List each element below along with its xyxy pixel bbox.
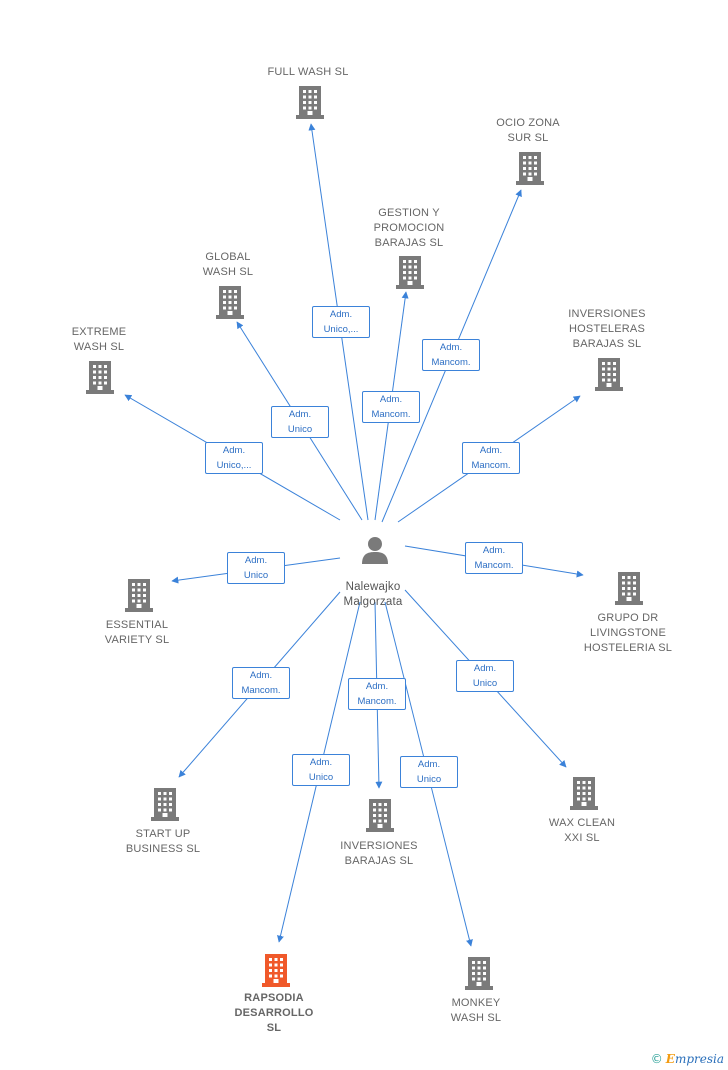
company-name-gestion-promocion-barajas[interactable]: GESTION Y PROMOCION BARAJAS SL <box>373 207 445 249</box>
brand-rest: mpresia <box>674 1052 724 1066</box>
building-icon-essential-variety[interactable] <box>125 579 153 612</box>
company-name-essential-variety[interactable]: ESSENTIAL VARIETY SL <box>104 619 170 646</box>
brand-initial: E <box>665 1052 675 1066</box>
role-label-ocio-zona-sur: Adm. Mancom. <box>422 339 480 371</box>
role-label-essential-variety: Adm. Unico <box>227 552 285 584</box>
company-name-rapsodia-desarrollo[interactable]: RAPSODIA DESARROLLO SL <box>234 992 314 1034</box>
company-name-grupo-dr-livingstone[interactable]: GRUPO DR LIVINGSTONE HOSTELERIA SL <box>583 612 673 654</box>
building-icon-gestion-promocion-barajas[interactable] <box>396 256 424 289</box>
node-icons <box>86 86 643 990</box>
building-icon-extreme-wash[interactable] <box>86 361 114 394</box>
company-name-monkey-wash[interactable]: MONKEY WASH SL <box>450 997 502 1024</box>
center-person-name: Nalewajko Malgorzata <box>343 581 403 608</box>
role-label-rapsodia-desarrollo: Adm. Unico <box>292 754 350 786</box>
building-icon-wax-clean-xxi[interactable] <box>570 777 598 810</box>
role-label-wax-clean-xxi: Adm. Unico <box>456 660 514 692</box>
company-name-inversiones-barajas[interactable]: INVERSIONES BARAJAS SL <box>340 840 418 867</box>
credit-logo: ©Empresia <box>651 1052 724 1066</box>
building-icon-inversiones-hosteleras-barajas[interactable] <box>595 358 623 391</box>
role-label-start-up-business: Adm. Mancom. <box>232 667 290 699</box>
building-icon-rapsodia-desarrollo[interactable] <box>262 954 290 987</box>
copyright-mark: © <box>650 1052 663 1066</box>
building-icon-full-wash[interactable] <box>296 86 324 119</box>
role-label-grupo-dr-livingstone: Adm. Mancom. <box>465 542 523 574</box>
company-name-full-wash[interactable]: FULL WASH SL <box>267 66 349 78</box>
company-name-start-up-business[interactable]: START UP BUSINESS SL <box>125 828 201 855</box>
building-icon-global-wash[interactable] <box>216 286 244 319</box>
company-name-ocio-zona-sur[interactable]: OCIO ZONA SUR SL <box>496 117 560 144</box>
company-name-global-wash[interactable]: GLOBAL WASH SL <box>202 251 254 278</box>
building-icon-start-up-business[interactable] <box>151 788 179 821</box>
company-name-inversiones-hosteleras-barajas[interactable]: INVERSIONES HOSTELERAS BARAJAS SL <box>568 308 646 350</box>
building-icon-inversiones-barajas[interactable] <box>366 799 394 832</box>
role-label-full-wash: Adm. Unico,... <box>312 306 370 338</box>
role-label-inversiones-barajas: Adm. Mancom. <box>348 678 406 710</box>
role-label-global-wash: Adm. Unico <box>271 406 329 438</box>
person-icon <box>362 537 388 564</box>
building-icon-monkey-wash[interactable] <box>465 957 493 990</box>
role-label-gestion-promocion-barajas: Adm. Mancom. <box>362 391 420 423</box>
building-icon-grupo-dr-livingstone[interactable] <box>615 572 643 605</box>
role-label-extreme-wash: Adm. Unico,... <box>205 442 263 474</box>
role-label-monkey-wash: Adm. Unico <box>400 756 458 788</box>
company-name-extreme-wash[interactable]: EXTREME WASH SL <box>71 326 127 353</box>
role-label-inversiones-hosteleras-barajas: Adm. Mancom. <box>462 442 520 474</box>
building-icon-ocio-zona-sur[interactable] <box>516 152 544 185</box>
company-name-wax-clean-xxi[interactable]: WAX CLEAN XXI SL <box>548 817 616 844</box>
